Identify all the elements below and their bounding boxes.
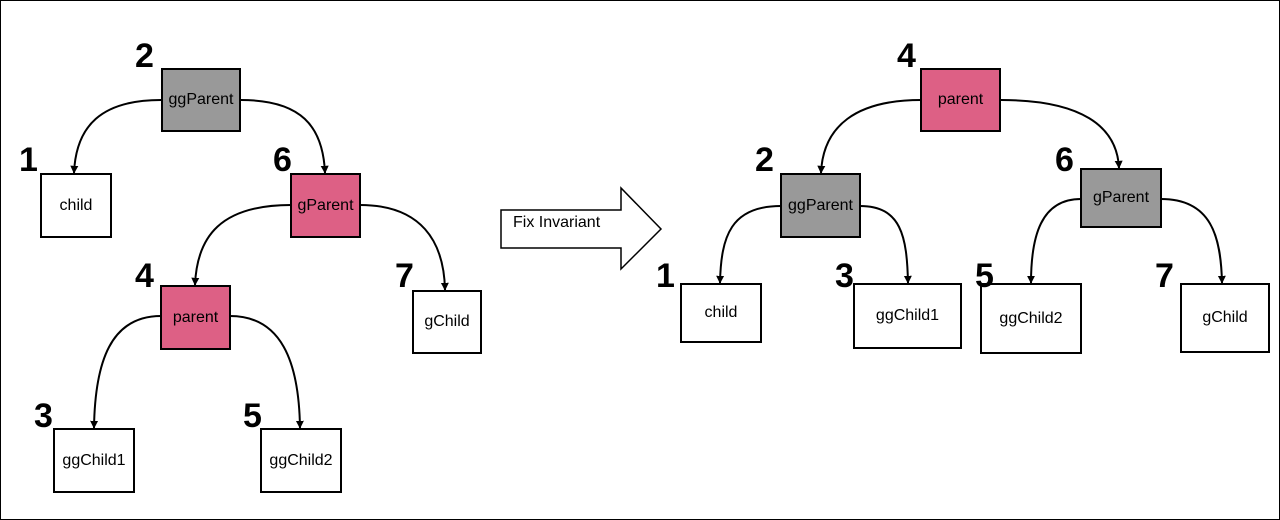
number-parent-after: 4 [897, 37, 916, 75]
edge-ggparent-child [70, 99, 162, 174]
edge-parent-gparent [1000, 99, 1123, 169]
node-gchild-after: gChild [1180, 283, 1270, 353]
number-ggchild2-after: 5 [975, 257, 994, 295]
number-gparent-before: 6 [273, 141, 292, 179]
node-child-after: child [680, 283, 762, 343]
edge-ggparent-gparent [240, 99, 329, 174]
number-parent-before: 4 [135, 257, 154, 295]
number-ggchild1-before: 3 [34, 397, 53, 435]
node-ggchild1-after: ggChild1 [853, 283, 962, 349]
number-child-after: 1 [656, 257, 675, 295]
number-ggparent-before: 2 [135, 37, 154, 75]
node-ggchild2-after: ggChild2 [980, 283, 1082, 354]
node-parent-before: parent [160, 285, 231, 350]
node-child-before: child [40, 173, 112, 238]
edge-gparent-gchild-after [1160, 198, 1226, 284]
number-gchild-after: 7 [1155, 257, 1174, 295]
number-ggchild1-after: 3 [835, 257, 854, 295]
edge-gparent-ggchild2-after [1027, 198, 1082, 284]
edge-parent-ggparent [817, 99, 922, 174]
edge-gparent-parent [191, 204, 292, 286]
node-ggchild1-before: ggChild1 [53, 428, 135, 493]
edge-parent-ggchild1 [90, 315, 162, 429]
node-ggchild2-before: ggChild2 [260, 428, 342, 493]
edge-gparent-gchild [359, 204, 449, 291]
node-ggparent-after: ggParent [780, 173, 861, 238]
fix-invariant-arrow [500, 186, 663, 271]
edge-ggparent-ggchild1-after [859, 205, 912, 284]
edge-parent-ggchild2 [229, 315, 304, 429]
node-gparent-before: gParent [290, 173, 361, 238]
node-ggparent-before: ggParent [161, 68, 241, 132]
number-child-before: 1 [19, 141, 38, 179]
number-gchild-before: 7 [395, 257, 414, 295]
number-ggparent-after: 2 [755, 141, 774, 179]
node-parent-after: parent [920, 68, 1001, 132]
number-ggchild2-before: 5 [243, 397, 262, 435]
node-gparent-after: gParent [1080, 168, 1162, 228]
number-gparent-after: 6 [1055, 141, 1074, 179]
node-gchild-before: gChild [412, 290, 482, 354]
fix-invariant-label: Fix Invariant [513, 214, 601, 231]
edge-ggparent-child-after [716, 205, 782, 284]
